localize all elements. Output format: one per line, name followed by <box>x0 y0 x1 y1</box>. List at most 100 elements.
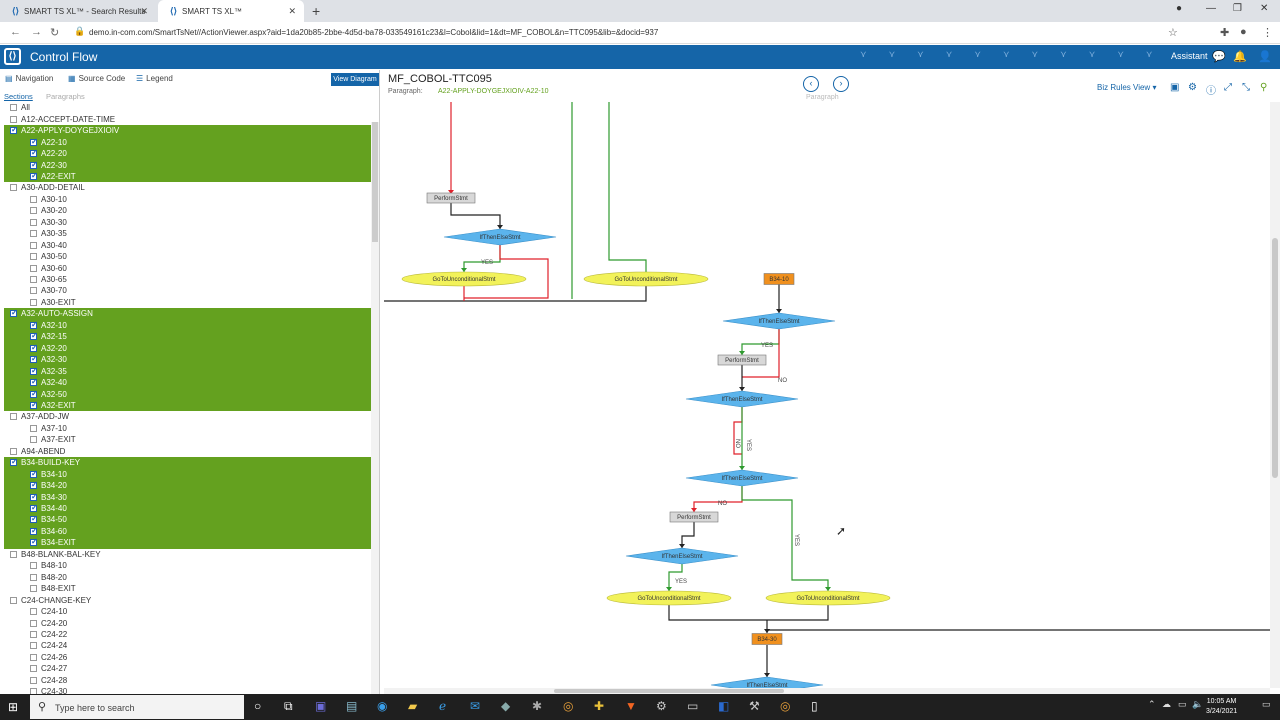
tree-paragraph-item[interactable]: A30-35 <box>30 228 67 240</box>
checkbox[interactable] <box>10 115 17 123</box>
flow-node-para[interactable]: B34-10 <box>763 273 795 285</box>
tree-paragraph-item[interactable]: B34-20 <box>4 479 371 492</box>
reload-icon[interactable]: ↻ <box>50 27 60 39</box>
tree-section-item[interactable]: A22-APPLY-DOYGEJXIOIV <box>4 124 371 137</box>
tree-paragraph-item[interactable]: A32-35 <box>4 365 371 377</box>
checkbox[interactable] <box>30 366 38 375</box>
task-view-icon[interactable]: ⧉ <box>284 699 293 713</box>
tree-paragraph-item[interactable]: C24-20 <box>30 617 67 629</box>
checkbox[interactable] <box>30 608 37 616</box>
checkbox[interactable] <box>30 480 38 490</box>
app-icon[interactable]: ⚙ <box>656 699 667 713</box>
chat-icon[interactable]: 💬 <box>1212 51 1226 63</box>
checkbox[interactable] <box>30 424 37 432</box>
tree-paragraph-item[interactable]: B34-30 <box>4 491 371 503</box>
checkbox[interactable] <box>10 308 18 318</box>
tree-paragraph-item[interactable]: A32-40 <box>4 376 371 389</box>
app-icon[interactable]: ◆ <box>501 699 511 713</box>
tree-paragraph-item[interactable]: B48-10 <box>30 560 67 572</box>
chrome-icon[interactable]: ◎ <box>563 699 574 713</box>
subtab-sections[interactable]: Sections <box>4 92 33 101</box>
checkbox[interactable] <box>30 148 38 158</box>
checkbox[interactable] <box>30 320 38 329</box>
checkbox[interactable] <box>30 526 38 535</box>
brave-icon[interactable]: ▼ <box>625 699 637 713</box>
checkbox[interactable] <box>30 642 37 650</box>
checkbox[interactable] <box>30 537 38 547</box>
tree-paragraph-item[interactable]: A37-10 <box>30 423 67 435</box>
tree-paragraph-item[interactable]: C24-10 <box>30 606 67 618</box>
flow-node-stmt[interactable]: PerformStmt <box>717 354 767 366</box>
checkbox[interactable] <box>30 573 37 581</box>
fit-screen-icon[interactable]: ⤢ <box>1224 82 1232 93</box>
notification-center-icon[interactable]: ▭ <box>1262 699 1271 709</box>
tree-section-item[interactable]: All <box>10 102 30 114</box>
checkbox[interactable] <box>30 298 37 306</box>
diagram-horizontal-scrollbar[interactable] <box>384 688 1270 694</box>
flow-node-decision[interactable]: IfThenElseStmt <box>625 547 739 565</box>
app-icon[interactable]: ✚ <box>594 699 605 713</box>
tree-paragraph-item[interactable]: B48-20 <box>30 571 67 583</box>
flow-node-decision[interactable]: IfThenElseStmt <box>685 469 799 487</box>
tree-paragraph-item[interactable]: C24-26 <box>30 652 67 664</box>
checkbox[interactable] <box>30 562 37 570</box>
tab-source-code[interactable]: ▦Source Code <box>68 74 125 83</box>
checkbox[interactable] <box>30 665 37 673</box>
assistant-link[interactable]: Assistant <box>1171 51 1208 61</box>
link-icon[interactable]: ⚲ <box>1260 82 1268 93</box>
tree-paragraph-item[interactable]: A32-30 <box>4 353 371 366</box>
checkbox[interactable] <box>30 503 38 512</box>
checkbox[interactable] <box>30 354 38 364</box>
checkbox[interactable] <box>30 436 37 444</box>
flow-node-stmt[interactable]: PerformStmt <box>669 511 719 523</box>
checkbox[interactable] <box>10 550 17 558</box>
checkbox[interactable] <box>30 195 37 203</box>
view-diagram-button[interactable]: View Diagram <box>331 73 379 86</box>
flow-node-decision[interactable]: IfThenElseStmt <box>443 228 557 246</box>
tree-paragraph-item[interactable]: A30-40 <box>30 239 67 251</box>
panel-scrollbar[interactable] <box>371 122 379 694</box>
tray-chevron-icon[interactable]: ⌃ <box>1148 699 1156 709</box>
tree-paragraph-item[interactable]: A30-10 <box>30 194 67 206</box>
flow-node-terminal[interactable]: GoToUnconditionalStmt <box>401 271 527 287</box>
outlook-icon[interactable]: ◧ <box>718 699 730 713</box>
checkbox[interactable] <box>30 218 37 226</box>
tree-paragraph-item[interactable]: A32-20 <box>4 342 371 354</box>
tree-paragraph-item[interactable]: C24-28 <box>30 675 67 687</box>
checkbox[interactable] <box>30 676 37 684</box>
file-explorer-icon[interactable]: ▰ <box>408 699 418 713</box>
tree-section-item[interactable]: A94-ABEND <box>10 446 65 458</box>
flow-node-decision[interactable]: IfThenElseStmt <box>710 676 824 688</box>
tree-paragraph-item[interactable]: A30-20 <box>30 205 67 217</box>
tree-section-item[interactable]: A37-ADD-JW <box>10 411 69 423</box>
checkbox[interactable] <box>30 343 38 352</box>
checkbox[interactable] <box>10 413 17 421</box>
checkbox[interactable] <box>30 389 38 398</box>
tree-paragraph-item[interactable]: B34-40 <box>4 502 371 515</box>
tree-paragraph-item[interactable]: A32-50 <box>4 388 371 400</box>
tree-paragraph-item[interactable]: A30-30 <box>30 217 67 229</box>
tree-paragraph-item[interactable]: A30-65 <box>30 274 67 286</box>
terminal-icon[interactable]: ▭ <box>687 699 699 713</box>
teams-icon[interactable]: ▣ <box>315 699 327 713</box>
user-icon[interactable]: 👤 <box>1258 51 1272 63</box>
checkbox[interactable] <box>30 653 37 661</box>
edge-icon[interactable]: ◉ <box>377 699 388 713</box>
tree-section-item[interactable]: A30-ADD-DETAIL <box>10 182 85 194</box>
checkbox[interactable] <box>30 619 37 627</box>
minimize-icon[interactable]: — <box>1206 3 1216 14</box>
tree-paragraph-item[interactable]: C24-24 <box>30 640 67 652</box>
taskbar-search-box[interactable]: ⚲ Type here to search <box>30 695 244 719</box>
checkbox[interactable] <box>30 377 38 387</box>
checkbox[interactable] <box>30 331 38 341</box>
checkbox[interactable] <box>30 492 38 501</box>
checkbox[interactable] <box>10 457 18 467</box>
flow-node-decision[interactable]: IfThenElseStmt <box>685 390 799 408</box>
checkbox[interactable] <box>30 137 38 146</box>
checkbox[interactable] <box>30 585 37 593</box>
checkbox[interactable] <box>30 253 37 261</box>
tree-section-item[interactable]: B48-BLANK-BAL-KEY <box>10 549 101 561</box>
tree-paragraph-item[interactable]: B34-EXIT <box>4 537 371 549</box>
close-tab-icon[interactable]: ✕ <box>140 5 148 16</box>
checkbox[interactable] <box>30 276 37 283</box>
